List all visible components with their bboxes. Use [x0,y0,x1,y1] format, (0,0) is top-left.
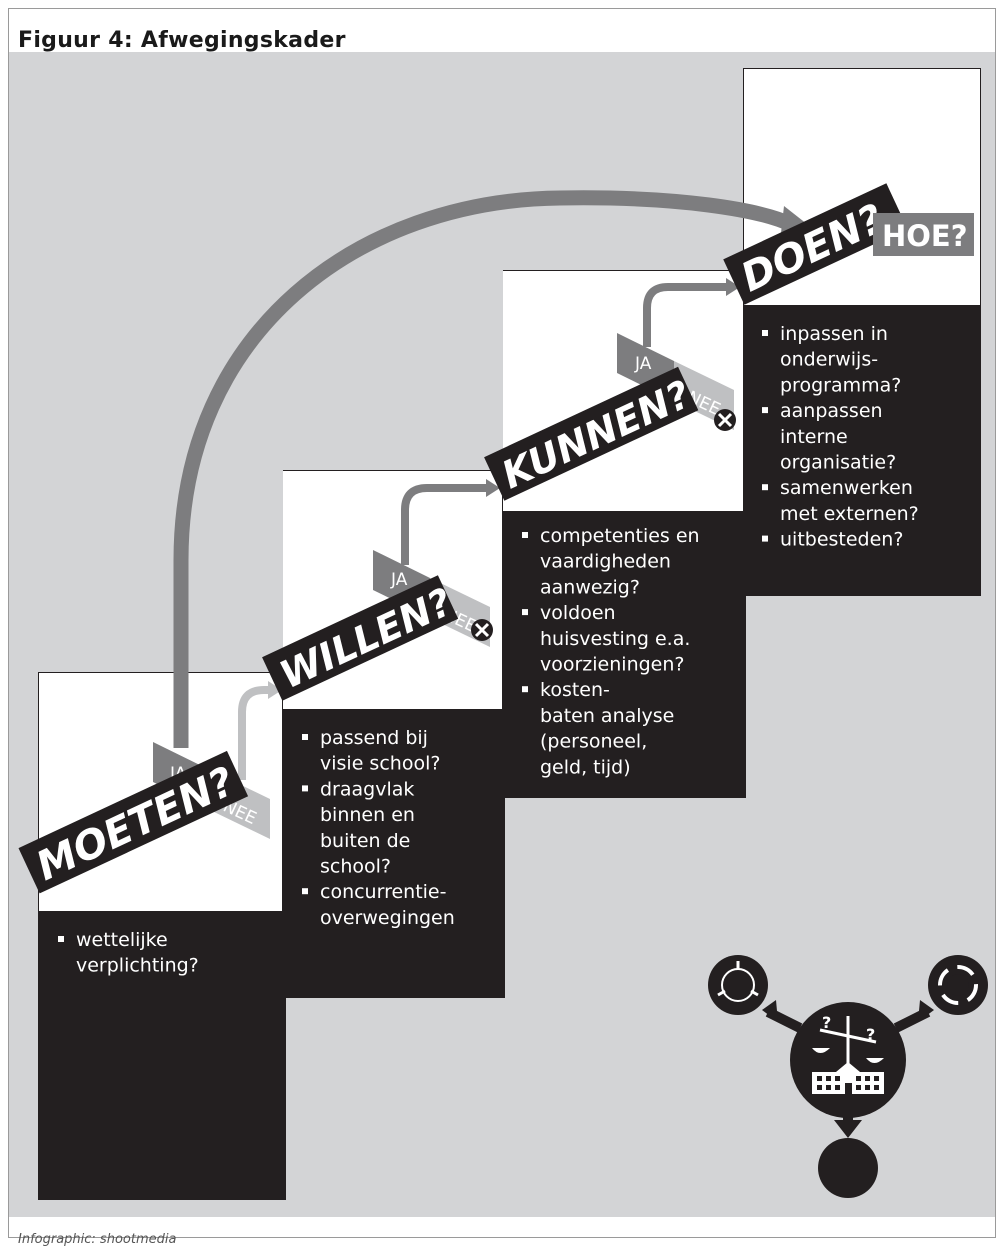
bullet-text: vaardigheden [540,551,671,573]
hoe-tag [873,213,974,256]
bullet-text: passend bij [320,727,428,749]
bullet-marker [762,484,768,491]
willen-nee-stop-icon [471,619,493,641]
bullet-text: verplichting? [76,955,199,977]
kunnen-ja-arrow [643,283,728,347]
bullet-marker [302,888,308,895]
bullet-text: voorzieningen? [540,654,685,676]
bullet-text: overwegingen [320,907,455,929]
bullet-text: uitbesteden? [780,529,903,551]
bullet-marker [522,686,528,693]
bullet-text: (personeel, [540,731,647,753]
moeten-nee-arrowhead [268,681,282,699]
bullet-text: onderwijs- [780,349,878,371]
outcome-circle-right-icon [928,955,988,1015]
doen-bullets: inpassen in onderwijs-programma? aanpassen… [762,323,919,551]
svg-text:?: ? [866,1025,875,1044]
willen-ja-arrow [401,484,488,565]
bullet-marker [302,785,308,792]
bullet-marker [762,407,768,414]
bullet-marker [302,734,308,740]
figure-credit: Infographic: shootmedia [18,1232,177,1247]
kunnen-ja-text: JA [634,354,652,374]
bullet-text: school? [320,856,391,878]
bullet-text: baten analyse [540,705,674,727]
bullet-marker [762,330,768,336]
bullet-marker [522,609,528,616]
bullet-text: competenties en [540,525,700,547]
bullet-text: interne [780,426,848,448]
bullet-text: voldoen [540,602,616,624]
bullet-marker [522,532,528,538]
bullet-text: draagvlak [320,778,414,800]
bullet-text: aanwezig? [540,576,640,598]
bullet-marker [58,936,64,942]
kunnen-ja-arrowhead [726,278,740,296]
bullet-text: programma? [780,374,901,396]
kunnen-bullets: competenties en vaardigheden aanwezig? vold… [522,525,700,778]
bullet-text: buiten de [320,830,410,852]
bullet-text: concurrentie- [320,881,446,903]
bullet-text: huisvesting e.a. [540,628,690,650]
bullet-text: organisatie? [780,452,896,474]
willen-ja-text: JA [390,570,408,590]
moeten-nee-arrow [238,686,270,780]
bullet-text: visie school? [320,753,440,775]
bullet-text: kosten- [540,679,610,701]
svg-text:?: ? [822,1013,831,1032]
outcome-circle-left-icon [708,955,768,1015]
bullet-text: samenwerken [780,477,913,499]
willen-ja-arrowhead [486,479,500,497]
bullet-text: met externen? [780,503,919,525]
bullet-text: geld, tijd) [540,756,631,778]
kunnen-nee-stop-icon [714,409,736,431]
bullet-text: aanpassen [780,400,883,422]
arc-arrow-moeten-to-doen [173,190,794,748]
bullet-text: wettelijke [76,929,168,951]
moeten-bullets: wettelijke verplichting? [58,929,199,977]
figure-title: Figuur 4: Afwegingskader [18,28,346,53]
willen-bullets: passend bij visie school? draagvlak binnen … [302,727,455,929]
hoe-text: HOE? [882,219,968,253]
bullet-text: binnen en [320,804,415,826]
outcome-circle-bottom [818,1138,878,1198]
bullet-marker [762,535,768,542]
bullet-text: inpassen in [780,323,888,345]
school-balance-icon: ? ? [708,955,988,1198]
